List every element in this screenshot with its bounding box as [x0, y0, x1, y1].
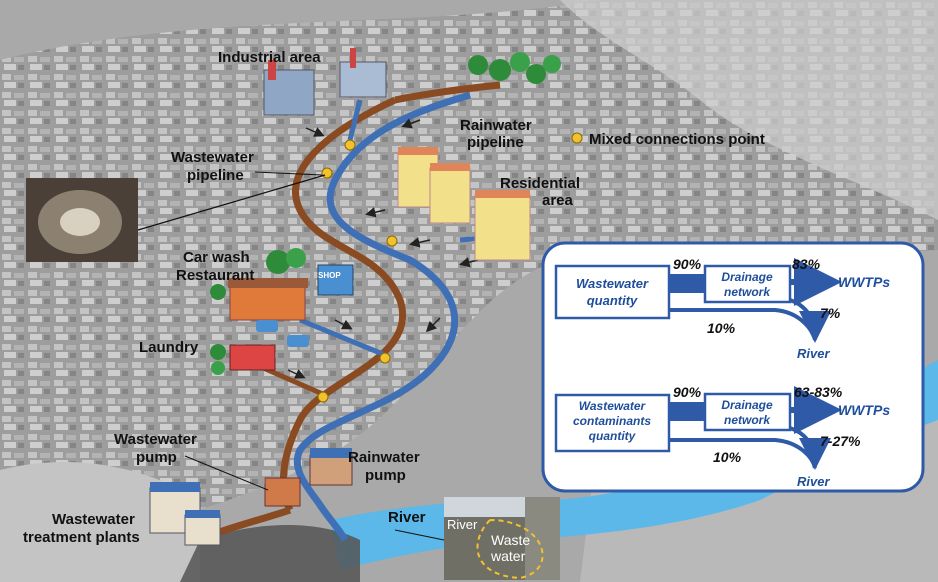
label-mixed-connections: Mixed connections point — [589, 131, 765, 148]
label-carwash: Car wash — [183, 249, 250, 266]
quantity-flow: Wastewater quantity 90% Drainage network… — [554, 256, 890, 361]
quantity-source-line2: quantity — [587, 293, 638, 308]
commercial-buildings — [210, 248, 354, 347]
label-wastewater-pipeline-1: Wastewater — [171, 149, 254, 166]
contaminants-source-line2: contaminants — [573, 414, 651, 428]
label-residential-1: Residential — [500, 175, 580, 192]
contaminants-source-line1: Wastewater — [579, 399, 647, 413]
city-texture — [0, 0, 938, 560]
wwtp-buildings — [149, 482, 221, 546]
city-light-area — [560, 0, 938, 220]
label-wastewater-pump-2: pump — [136, 449, 177, 466]
laundry-building — [210, 344, 276, 375]
quantity-source-line1: Wastewater — [576, 276, 649, 291]
quantity-leak-dest: River — [797, 346, 830, 361]
quantity-out-dest: WWTPs — [838, 274, 890, 290]
contaminants-leak-pct: 7-27% — [820, 433, 861, 449]
contaminants-out-pct: 63-83% — [794, 384, 843, 400]
mixed-connection-points — [317, 139, 398, 403]
photo-waste-label-1: Waste — [491, 532, 530, 548]
contaminants-network-line1: Drainage — [721, 398, 773, 412]
quantity-network-line2: network — [724, 285, 771, 299]
sewer-photo — [26, 174, 326, 262]
contaminants-leak-dest: River — [797, 474, 830, 489]
quantity-in-pct: 90% — [673, 256, 702, 272]
flow-arrows — [287, 118, 479, 379]
photo-waste-label-2: water — [490, 548, 526, 564]
trees-top — [468, 52, 561, 84]
quantity-network-box — [703, 264, 792, 304]
label-restaurant: Restaurant — [176, 267, 254, 284]
label-wwtp-1: Wastewater — [52, 511, 135, 528]
quantity-source-box — [554, 264, 671, 320]
label-residential-2: area — [542, 192, 574, 209]
contaminants-flow: Wastewater contaminants quantity 90% Dra… — [554, 384, 890, 489]
contaminants-bypass-pct: 10% — [713, 449, 742, 465]
contaminants-out-dest: WWTPs — [838, 402, 890, 418]
label-rainwater-pump-2: pump — [365, 467, 406, 484]
quantity-bypass-pct: 10% — [707, 320, 736, 336]
label-laundry: Laundry — [139, 339, 199, 356]
contaminants-source-line3: quantity — [589, 429, 637, 443]
label-rainwater-pump-1: Rainwater — [348, 449, 420, 466]
contaminants-network-line2: network — [724, 413, 771, 427]
rainwater-pipeline — [293, 91, 472, 542]
label-wastewater-pipeline-2: pipeline — [187, 167, 244, 184]
legend-mixed-point-icon — [571, 132, 583, 144]
label-rainwater-pipeline-1: Rainwater — [460, 117, 532, 134]
label-wastewater-pump-1: Wastewater — [114, 431, 197, 448]
outlet-basin — [180, 525, 360, 582]
label-industrial-area: Industrial area — [218, 49, 321, 66]
residential-buildings — [397, 147, 531, 261]
label-shop: SHOP — [318, 271, 341, 280]
quantity-network-line1: Drainage — [721, 270, 773, 284]
quantity-out-pct: 83% — [792, 256, 821, 272]
pump-buildings — [264, 448, 353, 507]
river-photo: River Waste water — [394, 497, 560, 580]
label-river: River — [388, 509, 426, 526]
contaminants-source-box — [554, 393, 671, 453]
industrial-buildings — [263, 48, 387, 116]
photo-river-label: River — [447, 517, 478, 532]
label-wwtp-2: treatment plants — [23, 529, 140, 546]
quantity-leak-pct: 7% — [820, 305, 841, 321]
contaminants-in-pct: 90% — [673, 384, 702, 400]
label-rainwater-pipeline-2: pipeline — [467, 134, 524, 151]
flow-summary-panel: Wastewater quantity 90% Drainage network… — [541, 241, 925, 493]
